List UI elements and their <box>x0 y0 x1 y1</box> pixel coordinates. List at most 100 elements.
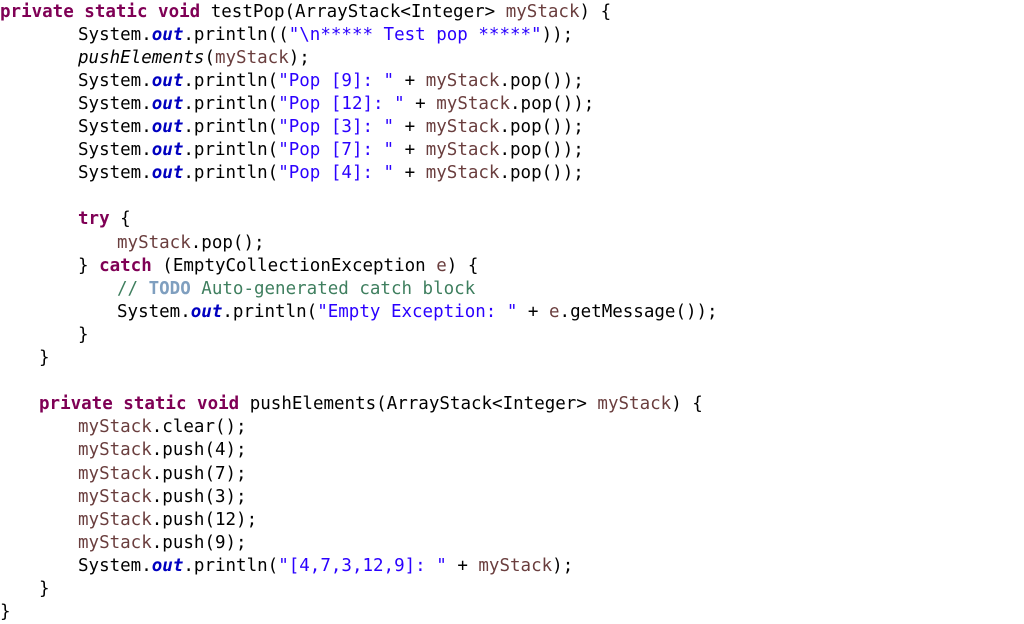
code-token: myStack <box>78 486 152 507</box>
code-line: } <box>39 347 50 370</box>
code-token: + <box>394 70 426 91</box>
code-line: myStack.clear(); <box>78 416 247 439</box>
code-token: myStack <box>78 440 152 461</box>
code-line: System.out.println(("\n***** Test pop **… <box>78 24 573 47</box>
code-line: myStack.push(12); <box>78 509 257 532</box>
code-token: myStack <box>78 463 152 484</box>
code-token: "Pop [4]: " <box>278 163 395 184</box>
code-line: } catch (EmptyCollectionException e) { <box>78 255 478 278</box>
code-line: } <box>39 578 50 601</box>
code-token: out <box>151 70 184 91</box>
code-line: private static void pushElements(ArraySt… <box>39 393 703 416</box>
code-line: pushElements(myStack); <box>78 47 310 70</box>
code-token: "Pop [7]: " <box>278 140 395 161</box>
code-token: myStack <box>117 232 191 253</box>
code-token: .println( <box>183 70 279 91</box>
code-token: // <box>117 278 149 299</box>
code-token: + <box>394 140 426 161</box>
code-token: .push(4); <box>151 440 247 461</box>
code-token: ( <box>204 47 215 68</box>
code-line: System.out.println("Pop [4]: " + myStack… <box>78 162 584 185</box>
code-line: myStack.push(3); <box>78 486 247 509</box>
code-line: myStack.pop(); <box>117 232 265 255</box>
code-line: System.out.println("Pop [12]: " + myStac… <box>78 93 594 116</box>
code-token: pushElements <box>78 47 205 68</box>
code-token: .push(3); <box>151 486 247 507</box>
code-token: System. <box>78 93 152 114</box>
code-token: myStack <box>597 394 672 415</box>
code-token: "Pop [9]: " <box>278 70 395 91</box>
code-token: + <box>394 163 426 184</box>
code-token: out <box>151 140 184 161</box>
code-token: Auto-generated catch block <box>190 278 476 299</box>
code-token: out <box>190 301 223 322</box>
code-token: "Pop [3]: " <box>278 117 395 137</box>
code-token: private static void <box>39 394 240 415</box>
code-token: out <box>151 163 184 184</box>
code-token: myStack <box>425 163 500 184</box>
code-token: System. <box>78 70 152 91</box>
code-token: + <box>517 301 549 322</box>
code-token: System. <box>78 140 152 161</box>
code-token: .println( <box>183 117 279 137</box>
code-token: try <box>78 209 110 230</box>
code-token: .println( <box>183 140 279 161</box>
code-token: .push(12); <box>151 509 258 530</box>
code-token: } <box>78 324 89 345</box>
code-token: myStack <box>425 70 500 91</box>
code-token: .getMessage()); <box>559 301 718 322</box>
code-token: System. <box>78 24 152 45</box>
code-token: { <box>109 209 131 230</box>
code-token: private static void <box>0 1 201 22</box>
code-token: + <box>394 117 426 137</box>
code-token: } <box>39 348 50 368</box>
code-token: myStack <box>425 140 500 161</box>
code-token: ) { <box>446 255 479 276</box>
code-line: // TODO Auto-generated catch block <box>117 278 475 301</box>
code-token: e <box>436 255 447 276</box>
code-token: out <box>151 93 184 114</box>
code-token: .pop()); <box>499 117 584 137</box>
code-line: } <box>78 324 89 347</box>
code-line: System.out.println("Empty Exception: " +… <box>117 301 718 324</box>
code-token: } <box>39 579 50 599</box>
code-line: System.out.println("Pop [9]: " + myStack… <box>78 70 584 93</box>
code-line: } <box>0 601 11 624</box>
code-token: .pop()); <box>499 163 584 184</box>
code-line: try { <box>78 208 131 231</box>
code-token: myStack <box>78 417 152 438</box>
code-token: myStack <box>78 532 152 553</box>
code-token: out <box>151 117 184 137</box>
code-token: } <box>0 602 11 623</box>
code-token: .println( <box>183 555 279 576</box>
code-token: .println( <box>183 163 279 184</box>
code-line: System.out.println("Pop [7]: " + myStack… <box>78 139 584 162</box>
code-token: ); <box>288 47 310 68</box>
code-token: e <box>549 301 560 322</box>
code-token: .println(( <box>183 24 289 45</box>
code-token: .push(7); <box>151 463 247 484</box>
code-token: myStack <box>505 1 580 22</box>
code-token: myStack <box>78 509 152 530</box>
code-token: System. <box>117 301 191 322</box>
code-token: ) { <box>671 394 703 415</box>
code-token: myStack <box>478 555 553 576</box>
code-line: System.out.println("Pop [3]: " + myStack… <box>78 116 584 139</box>
code-token: myStack <box>214 47 289 68</box>
code-token: (EmptyCollectionException <box>151 255 437 276</box>
code-token: "[4,7,3,12,9]: " <box>278 555 447 576</box>
code-token: + <box>446 555 479 576</box>
code-token: .pop()); <box>510 93 595 114</box>
code-token: "Pop [12]: " <box>278 93 405 114</box>
code-token: .pop()); <box>499 70 584 91</box>
code-token: testPop(ArrayStack<Integer> <box>200 1 506 22</box>
code-token: myStack <box>436 93 511 114</box>
code-token: .pop()); <box>499 140 584 161</box>
code-token: + <box>404 93 437 114</box>
code-token: .push(9); <box>151 532 247 553</box>
code-token: } <box>78 255 100 276</box>
code-token: .println( <box>222 301 318 322</box>
code-token: )); <box>541 24 574 45</box>
code-token: out <box>151 24 184 45</box>
